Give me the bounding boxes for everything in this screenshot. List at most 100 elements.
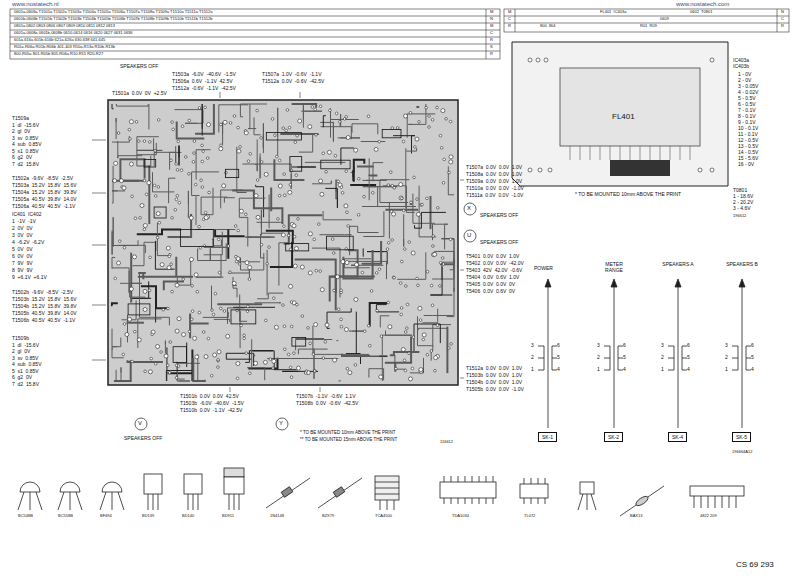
solder-pad (337, 180, 340, 183)
copper-trace (320, 234, 352, 235)
copper-trace (432, 251, 454, 279)
solder-pad (204, 216, 208, 220)
solder-pad (278, 194, 281, 197)
solder-pad (426, 353, 429, 356)
copper-trace (350, 184, 376, 186)
label-text: T1511a 0.0V 0.0V -1.0V (466, 193, 523, 199)
solder-pad (256, 109, 259, 112)
copper-trace (248, 358, 277, 369)
solder-pad (440, 147, 443, 150)
solder-pad (421, 203, 424, 206)
solder-pad (296, 303, 299, 306)
component-outline (286, 244, 309, 251)
solder-pad (188, 173, 191, 176)
copper-trace (341, 148, 354, 165)
solder-pad (219, 147, 223, 151)
solder-pad (416, 277, 419, 280)
solder-pad (181, 125, 184, 128)
label-text: T1502b -9.6V -8.5V -2.5V (12, 290, 73, 296)
solder-pad (412, 336, 415, 339)
solder-pad (160, 263, 164, 267)
copper-trace (198, 243, 227, 260)
label-text: 2 (597, 355, 600, 361)
solder-pad (354, 148, 358, 152)
solder-pad (314, 108, 317, 111)
copper-trace (323, 116, 326, 128)
copper-trace (128, 360, 163, 362)
solder-pad (204, 106, 207, 109)
label-text: T1507b -1.1V -0.6V 1.1V (296, 394, 355, 400)
component-outline (144, 159, 156, 167)
label-text: S (490, 45, 493, 50)
solder-pad (363, 330, 366, 333)
solder-pad (289, 184, 292, 187)
copper-trace (155, 241, 174, 269)
copper-trace (380, 180, 410, 203)
solder-pad (174, 209, 177, 212)
component-outline (154, 207, 166, 218)
label-text: T1505a 40.5V 39.8V 14.0V (12, 197, 77, 203)
copper-trace (153, 172, 175, 192)
solder-pad (355, 263, 359, 267)
copper-trace (349, 331, 365, 332)
solder-pad (450, 343, 453, 346)
copper-trace (227, 229, 229, 258)
solder-pad (243, 337, 246, 340)
solder-pad (133, 255, 137, 259)
solder-pad (113, 179, 117, 183)
solder-pad (367, 115, 370, 118)
solder-pad (376, 309, 379, 312)
solder-pad (143, 308, 147, 312)
solder-pad (431, 304, 434, 307)
copper-trace (330, 277, 375, 302)
label-text: BC548B (18, 514, 33, 519)
solder-pad (283, 325, 286, 328)
solder-pad (172, 128, 175, 131)
switch-label: SK-4 (672, 434, 683, 440)
label-text: C (490, 31, 493, 36)
label-text: 12 - 0.5V (738, 138, 758, 144)
solder-pad (393, 187, 396, 190)
component-outline (266, 133, 301, 141)
label-text: T1509a (12, 116, 29, 122)
copper-trace (196, 196, 197, 225)
copper-trace (382, 335, 383, 381)
copper-trace (270, 242, 292, 267)
switch-box: SK-5 (732, 432, 751, 442)
solder-pad (347, 225, 350, 228)
label-text: IC403b (733, 64, 749, 70)
solder-pad (315, 269, 318, 272)
label-text: 0601a-0606a T1501a T1502a T1503a T1504a … (14, 10, 213, 15)
solder-pad (399, 183, 403, 187)
solder-pad (222, 184, 226, 188)
solder-pad (333, 358, 337, 362)
label-text: www.nostatech.com (676, 1, 729, 8)
solder-pad (408, 241, 411, 244)
copper-trace (433, 224, 448, 249)
label-text: 1 - 0V (738, 72, 751, 78)
solder-pad (300, 265, 304, 269)
solder-pad (182, 278, 185, 281)
copper-trace (154, 146, 176, 166)
solder-pad (283, 225, 286, 228)
solder-pad (287, 353, 290, 356)
circled-marker (135, 203, 476, 430)
solder-pad (416, 198, 419, 201)
solder-pad (191, 318, 194, 321)
solder-pad (170, 159, 173, 162)
switch-box: SK-4 (668, 432, 687, 442)
label-text: 800 804 (540, 24, 556, 29)
copper-trace (165, 341, 166, 354)
solder-pad (273, 297, 276, 300)
solder-pad (434, 356, 438, 360)
label-text: R01 R09 (640, 24, 657, 29)
label-text: T1504b 0.0V 0.0V 1.0V (466, 380, 522, 386)
solder-pad (272, 359, 276, 363)
copper-trace (260, 153, 261, 178)
label-text: 196664A12 (732, 450, 752, 455)
copper-trace (245, 237, 274, 238)
label-text: 7 - 0.1V (738, 108, 756, 114)
copper-trace (361, 141, 386, 142)
solder-pad (369, 344, 372, 347)
solder-pad (290, 325, 293, 328)
